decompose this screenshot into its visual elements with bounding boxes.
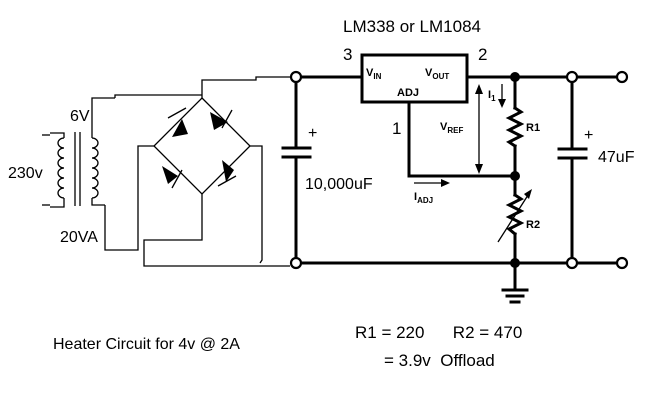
i1-arrow-head — [498, 99, 506, 108]
terminal-cout-top — [565, 70, 579, 84]
pin-vout-label: VOUT — [425, 67, 449, 81]
r2-label: R2 — [526, 219, 540, 231]
diode-bottom-left — [162, 166, 178, 184]
vref-arrow-down — [475, 164, 483, 174]
pin-vin-number: 3 — [343, 45, 352, 64]
terminal-out-top — [615, 70, 629, 84]
bridge-minus-wire — [143, 194, 290, 267]
circuit-caption: Heater Circuit for 4v @ 2A — [53, 336, 240, 353]
cin-value: 10,000uF — [305, 176, 373, 193]
iadj-arrow-head — [441, 179, 450, 187]
terminal-cout-bottom — [565, 256, 579, 270]
vref-label: VREF — [440, 121, 463, 135]
iadj-label: IADJ — [414, 191, 433, 205]
pin-adj-number: 1 — [392, 119, 401, 138]
diode-top-left — [172, 119, 188, 137]
transformer-rating-label: 20VA — [60, 229, 98, 246]
cout-plus: + — [584, 127, 593, 144]
pin-vin-label: VIN — [366, 67, 382, 81]
r1-zigzag — [505, 105, 525, 149]
terminal-in-bottom — [289, 256, 303, 270]
pin-vout-number: 2 — [478, 45, 487, 64]
resistor-values: R1 = 220 R2 = 470 — [355, 323, 522, 342]
i1-label: I1 — [488, 89, 496, 103]
bridge-ac1-wire — [104, 145, 154, 251]
bridge-ac2-link — [250, 145, 263, 264]
cin-plus: + — [308, 125, 317, 142]
r2-zigzag — [505, 192, 525, 237]
bridge-plus-wire — [201, 76, 290, 98]
r2-arrow-head — [524, 189, 532, 199]
terminal-in-top — [289, 70, 303, 84]
vref-arrow-up — [475, 84, 483, 94]
junction-ground — [510, 258, 520, 268]
pin-adj-label: ADJ — [397, 87, 419, 99]
secondary-winding — [91, 137, 99, 199]
primary-voltage-label: 230v — [8, 165, 43, 182]
diode-top-right — [210, 112, 228, 130]
output-voltage-result: = 3.9v Offload — [384, 351, 495, 370]
secondary-top-wire — [114, 94, 202, 98]
regulator-title: LM338 or LM1084 — [343, 17, 481, 36]
diode-bottom-right — [222, 160, 234, 182]
junction-vout — [510, 72, 520, 82]
primary-winding — [57, 137, 65, 199]
secondary-voltage-label: 6V — [70, 108, 90, 125]
r1-label: R1 — [526, 122, 540, 134]
cout-value: 47uF — [598, 149, 635, 166]
junction-adj — [510, 171, 520, 181]
terminal-out-bottom — [615, 256, 629, 270]
r2-variable-arrow — [497, 191, 531, 243]
